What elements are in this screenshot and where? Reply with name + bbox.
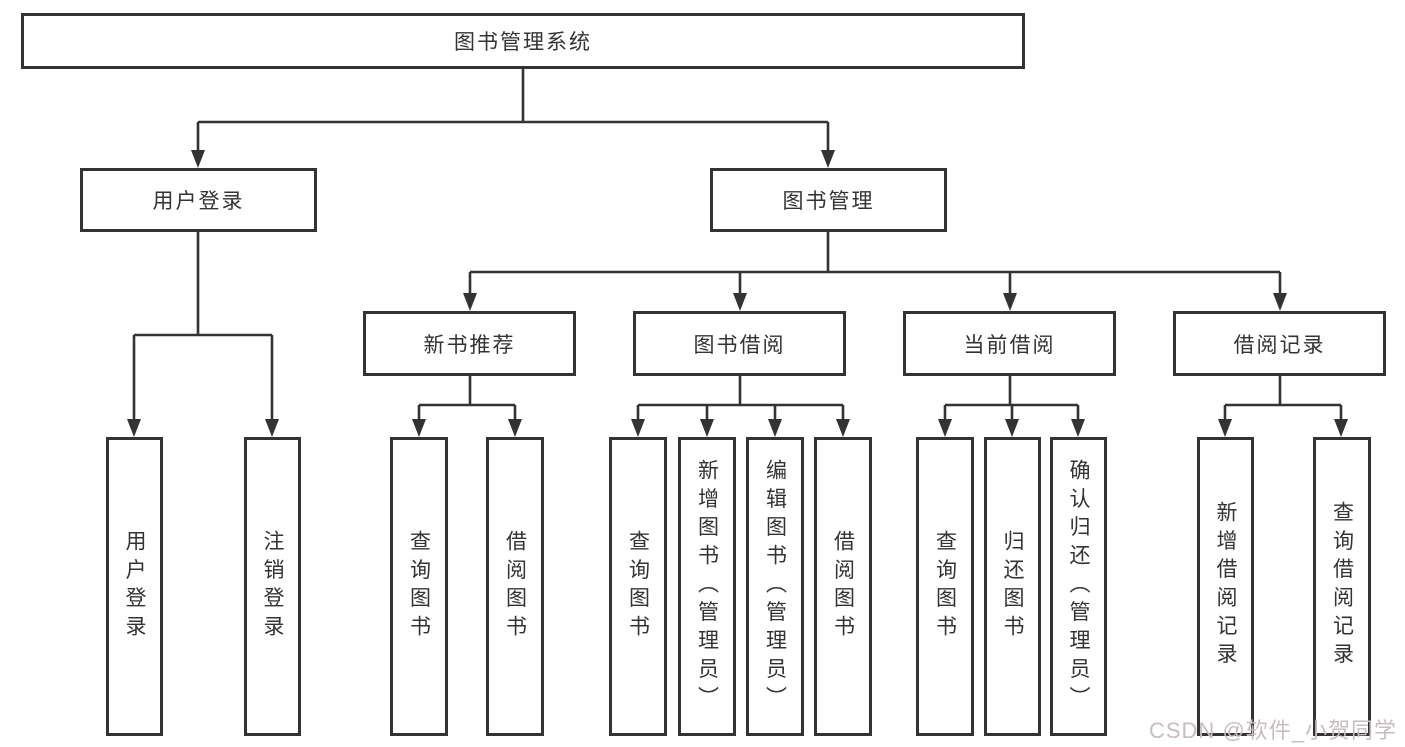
leaf-current-query-books: 查询图书 [916,437,974,736]
leaf-borrow-borrow-books: 借阅图书 [814,437,872,736]
node-book-management: 图书管理 [710,168,947,232]
node-new-book-recommend: 新书推荐 [363,311,576,376]
leaf-borrow-add-books-admin: 新增图书（管理员） [678,437,736,736]
leaf-recommend-query-books: 查询图书 [390,437,448,736]
leaf-recommend-borrow-books: 借阅图书 [486,437,544,736]
leaf-current-confirm-return-admin: 确认归还（管理员） [1050,437,1107,736]
node-user-login: 用户登录 [80,168,317,232]
node-book-borrow: 图书借阅 [633,311,846,376]
leaf-borrow-edit-books-admin: 编辑图书（管理员） [746,437,804,736]
leaf-borrow-query-books: 查询图书 [609,437,667,736]
node-library-system: 图书管理系统 [21,13,1025,69]
node-current-borrow: 当前借阅 [903,311,1116,376]
leaf-current-return-books: 归还图书 [984,437,1041,736]
node-borrow-records: 借阅记录 [1173,311,1386,376]
leaf-records-query-record: 查询借阅记录 [1313,437,1371,736]
leaf-user-login: 用户登录 [106,437,163,736]
leaf-records-add-record: 新增借阅记录 [1197,437,1254,736]
leaf-logout: 注销登录 [244,437,301,736]
